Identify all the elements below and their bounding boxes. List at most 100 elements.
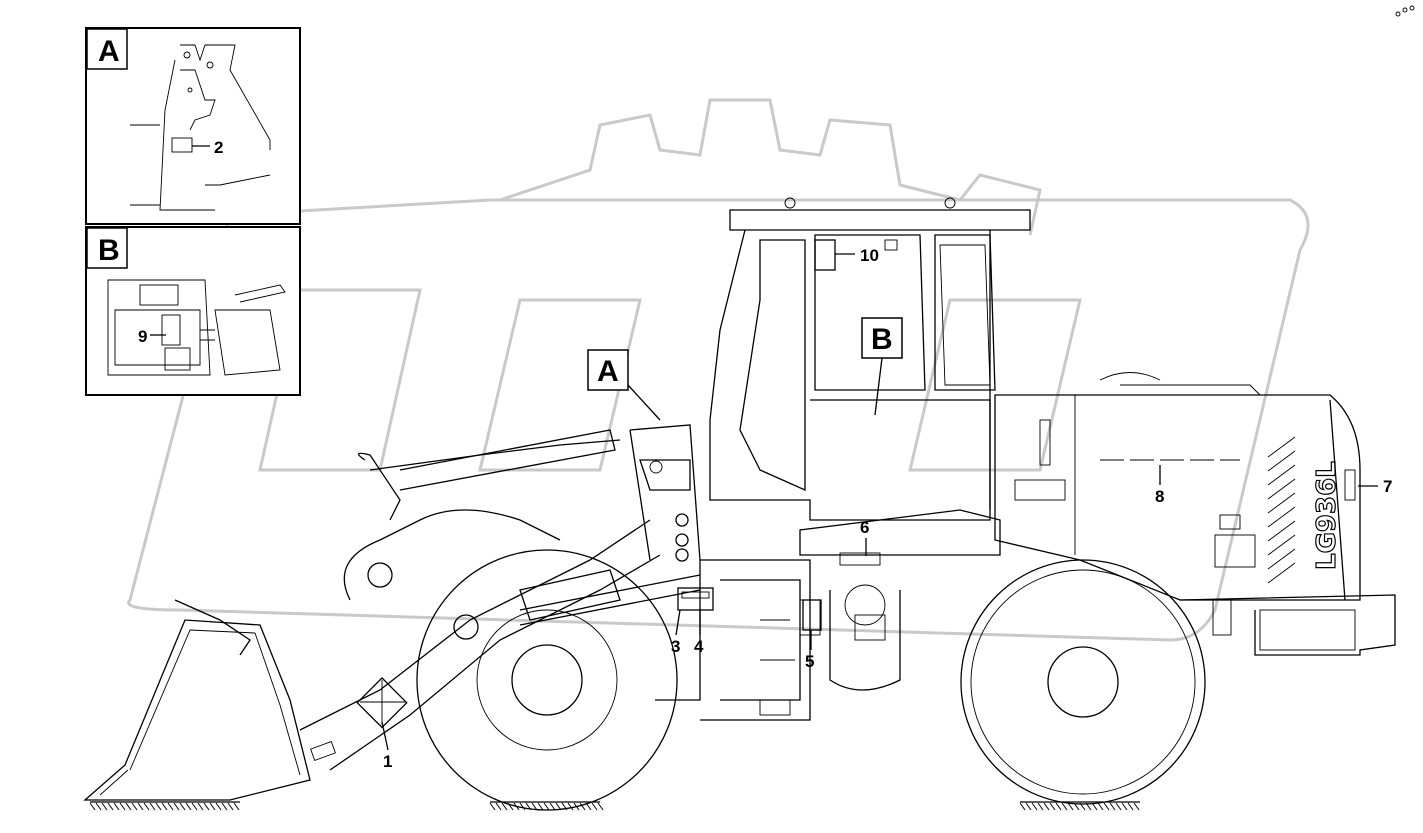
callout-8: 8 bbox=[1155, 487, 1164, 506]
ground-hatch-line bbox=[489, 802, 496, 811]
ground-hatch-line bbox=[1031, 802, 1038, 811]
ground-hatch-line bbox=[215, 802, 222, 811]
fender-step bbox=[799, 509, 1001, 691]
ground-hatch-line bbox=[1097, 802, 1104, 811]
decal-5 bbox=[802, 599, 822, 650]
ground-hatch-line bbox=[191, 802, 198, 811]
bucket bbox=[83, 599, 336, 801]
hood-vent-slat bbox=[1267, 548, 1296, 570]
view-marker-a-label: A bbox=[597, 355, 619, 388]
ground-hatch-line bbox=[501, 802, 508, 811]
ground-hatch-line bbox=[1103, 802, 1110, 811]
callout-2: 2 bbox=[214, 138, 223, 157]
front-frame bbox=[629, 424, 701, 701]
boom-arm bbox=[299, 429, 701, 771]
hood-vent-slat bbox=[1267, 534, 1296, 556]
view-marker-b: B bbox=[861, 317, 903, 416]
callouts: 1 2 3 4 5 6 7 8 9 10 bbox=[138, 138, 1392, 771]
ground-hatch-line bbox=[579, 802, 586, 811]
decal-1 bbox=[356, 677, 408, 751]
ground-hatch-line bbox=[125, 802, 132, 811]
hood-vent-slat bbox=[1267, 492, 1296, 514]
ground-hatch-line bbox=[107, 802, 114, 811]
watermark-logo bbox=[127, 98, 1310, 642]
hood-vent-slat bbox=[1267, 450, 1296, 472]
ground-hatch-line bbox=[1061, 802, 1068, 811]
ground-hatch-line bbox=[197, 802, 204, 811]
detail-view-a: A bbox=[85, 27, 301, 225]
ground-hatch-line bbox=[1037, 802, 1044, 811]
ground-hatch-line bbox=[113, 802, 120, 811]
callout-3: 3 bbox=[671, 637, 680, 656]
ground-hatch-line bbox=[1127, 802, 1134, 811]
detail-view-b-label: B bbox=[98, 234, 120, 267]
ground-hatch-line bbox=[119, 802, 126, 811]
ground-hatch-line bbox=[1067, 802, 1074, 811]
callout-1: 1 bbox=[383, 752, 392, 771]
ground-hatch-line bbox=[155, 802, 162, 811]
ground-hatch-line bbox=[137, 802, 144, 811]
view-marker-b-label: B bbox=[871, 323, 893, 356]
callout-9: 9 bbox=[138, 327, 147, 346]
callout-4: 4 bbox=[694, 637, 704, 656]
ground-hatch-line bbox=[543, 802, 550, 811]
ground-hatch-line bbox=[1121, 802, 1128, 811]
callout-5: 5 bbox=[805, 652, 814, 671]
corner-marks bbox=[1395, 5, 1415, 17]
ground-hatch-line bbox=[161, 802, 168, 811]
ground-hatch bbox=[89, 801, 1140, 811]
ground-hatch-line bbox=[179, 802, 186, 811]
hood-vent-slat bbox=[1267, 562, 1296, 584]
hood-vent-slat bbox=[1267, 436, 1296, 458]
hood-vent-slat bbox=[1267, 478, 1296, 500]
ground-hatch-line bbox=[1049, 802, 1056, 811]
ground-hatch-line bbox=[537, 802, 544, 811]
ground-hatch-line bbox=[567, 802, 574, 811]
hood-vent-slat bbox=[1267, 506, 1296, 528]
ground-hatch-line bbox=[1025, 802, 1032, 811]
ground-hatch-line bbox=[1109, 802, 1116, 811]
ground-hatch-line bbox=[173, 802, 180, 811]
ground-hatch-line bbox=[143, 802, 150, 811]
decal-10 bbox=[814, 239, 898, 271]
ground-hatch-line bbox=[227, 802, 234, 811]
detail-view-b: B bbox=[85, 226, 301, 396]
model-badge: LG936L bbox=[1312, 461, 1342, 570]
ground-hatch-line bbox=[149, 802, 156, 811]
view-marker-a: A bbox=[587, 349, 661, 421]
callout-6: 6 bbox=[860, 518, 869, 537]
ground-hatch-line bbox=[203, 802, 210, 811]
ground-hatch-line bbox=[233, 802, 240, 811]
ground-hatch-line bbox=[1019, 802, 1026, 811]
hood-vent-slat bbox=[1267, 520, 1296, 542]
rear-counterweight bbox=[1179, 594, 1396, 656]
ground-hatch-line bbox=[1133, 802, 1140, 811]
callout-10: 10 bbox=[860, 246, 879, 265]
rear-wheel bbox=[960, 559, 1206, 805]
ground-hatch-line bbox=[95, 802, 102, 811]
ground-hatch-line bbox=[531, 802, 538, 811]
ground-hatch-line bbox=[209, 802, 216, 811]
ground-hatch-line bbox=[519, 802, 526, 811]
ground-hatch-line bbox=[1115, 802, 1122, 811]
engine-hood: LG936L bbox=[994, 372, 1361, 601]
decal-3-4 bbox=[675, 587, 714, 636]
ground-hatch-line bbox=[131, 802, 138, 811]
hood-vent-slat bbox=[1267, 464, 1296, 486]
ground-hatch-line bbox=[89, 802, 96, 811]
ground-hatch-line bbox=[495, 802, 502, 811]
ground-hatch-line bbox=[1043, 802, 1050, 811]
detail-view-a-label: A bbox=[98, 35, 120, 68]
ground-hatch-line bbox=[167, 802, 174, 811]
center-frame bbox=[700, 559, 811, 721]
front-wheel bbox=[416, 549, 678, 811]
ground-hatch-line bbox=[549, 802, 556, 811]
callout-7: 7 bbox=[1383, 477, 1392, 496]
ground-hatch-line bbox=[1055, 802, 1062, 811]
ground-hatch-line bbox=[597, 802, 604, 811]
ground-hatch-line bbox=[185, 802, 192, 811]
cab bbox=[709, 197, 1031, 521]
ground-hatch-line bbox=[221, 802, 228, 811]
ground-hatch-line bbox=[101, 802, 108, 811]
